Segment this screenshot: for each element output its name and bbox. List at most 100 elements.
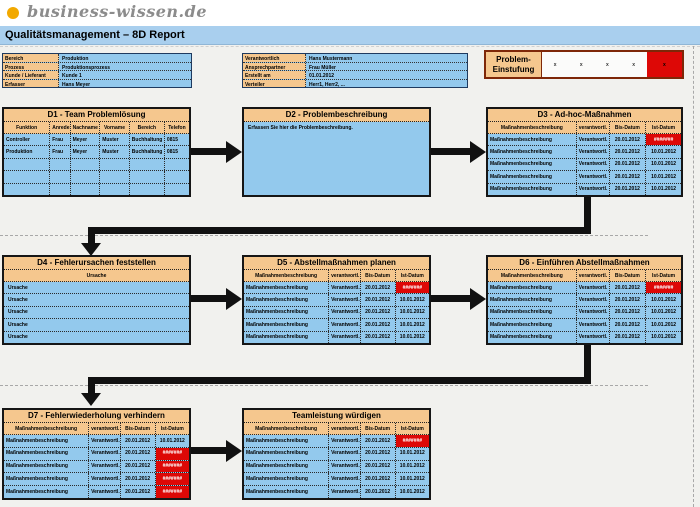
rating-cell[interactable]: x: [594, 52, 621, 77]
team-cell[interactable]: [50, 158, 71, 171]
due-date-cell[interactable]: 20.01.2012: [610, 146, 647, 158]
team-cell[interactable]: [165, 159, 189, 170]
measure-description-cell[interactable]: Maßnahmenbeschreibung: [244, 460, 330, 473]
team-cell[interactable]: Meyer: [71, 134, 101, 146]
measure-description-cell[interactable]: Maßnahmenbeschreibung: [4, 486, 90, 498]
responsible-cell[interactable]: Verantwortl.: [89, 435, 121, 447]
actual-date-cell[interactable]: #######: [155, 473, 189, 486]
due-date-cell[interactable]: 20.01.2012: [610, 331, 647, 343]
actual-date-cell[interactable]: 10.01.2012: [399, 450, 425, 457]
actual-date-cell[interactable]: 10.01.2012: [651, 161, 677, 168]
team-cell[interactable]: [50, 171, 71, 183]
actual-date-cell[interactable]: 10.01.2012: [651, 296, 677, 303]
team-cell[interactable]: [130, 171, 165, 183]
measure-description-cell[interactable]: Maßnahmenbeschreibung: [4, 473, 90, 486]
team-cell[interactable]: Controller: [4, 134, 51, 146]
due-date-cell[interactable]: 20.01.2012: [610, 306, 647, 319]
actual-date-cell[interactable]: 10.01.2012: [651, 334, 677, 341]
cause-row[interactable]: Ursache: [4, 282, 189, 295]
measure-description-cell[interactable]: Maßnahmenbeschreibung: [244, 294, 330, 306]
team-cell[interactable]: 0815: [166, 148, 179, 155]
responsible-cell[interactable]: Verantwortl.: [577, 306, 610, 319]
measure-description-cell[interactable]: Maßnahmenbeschreibung: [244, 282, 330, 294]
due-date-cell[interactable]: 20.01.2012: [361, 282, 396, 294]
actual-date-cell[interactable]: #######: [155, 447, 189, 460]
actual-date-cell[interactable]: 10.01.2012: [159, 437, 185, 444]
responsible-cell[interactable]: Verantwortl.: [329, 473, 361, 486]
due-date-cell[interactable]: 20.01.2012: [361, 319, 396, 331]
team-cell[interactable]: Buchhaltung: [130, 146, 165, 158]
measure-description-cell[interactable]: Maßnahmenbeschreibung: [488, 282, 577, 294]
actual-date-cell[interactable]: 10.01.2012: [399, 334, 425, 341]
team-cell[interactable]: [50, 183, 71, 195]
measure-description-cell[interactable]: Maßnahmenbeschreibung: [244, 486, 330, 498]
measure-description-cell[interactable]: Maßnahmenbeschreibung: [244, 306, 330, 319]
responsible-cell[interactable]: Verantwortl.: [329, 319, 361, 331]
measure-description-cell[interactable]: Maßnahmenbeschreibung: [244, 319, 330, 331]
team-cell[interactable]: [71, 158, 101, 171]
due-date-cell[interactable]: 20.01.2012: [121, 447, 156, 460]
responsible-cell[interactable]: Verantwortl.: [577, 134, 610, 146]
info-value[interactable]: Hans Meyer: [59, 79, 191, 87]
info-value[interactable]: Herr1, Herr2, ...: [306, 79, 467, 87]
team-cell[interactable]: [100, 171, 130, 183]
info-value[interactable]: Produktionsprozess: [59, 62, 191, 70]
responsible-cell[interactable]: Verantwortl.: [89, 460, 121, 473]
actual-date-cell[interactable]: 10.01.2012: [399, 309, 425, 316]
team-cell[interactable]: [100, 183, 130, 195]
responsible-cell[interactable]: Verantwortl.: [329, 306, 361, 319]
actual-date-cell[interactable]: #######: [155, 486, 189, 498]
responsible-cell[interactable]: Verantwortl.: [329, 447, 361, 460]
responsible-cell[interactable]: Verantwortl.: [577, 331, 610, 343]
actual-date-cell[interactable]: 10.01.2012: [399, 488, 425, 495]
measure-description-cell[interactable]: Maßnahmenbeschreibung: [244, 473, 330, 486]
actual-date-cell[interactable]: 10.01.2012: [651, 321, 677, 328]
responsible-cell[interactable]: Verantwortl.: [577, 282, 610, 294]
responsible-cell[interactable]: Verantwortl.: [577, 183, 610, 195]
team-cell[interactable]: [165, 171, 189, 182]
cause-row[interactable]: Ursache: [4, 319, 189, 332]
responsible-cell[interactable]: Verantwortl.: [329, 460, 361, 473]
due-date-cell[interactable]: 20.01.2012: [610, 282, 647, 294]
due-date-cell[interactable]: 20.01.2012: [610, 294, 647, 306]
team-cell[interactable]: Frau: [50, 134, 71, 146]
team-cell[interactable]: [71, 183, 101, 195]
actual-date-cell[interactable]: 10.01.2012: [651, 186, 677, 193]
actual-date-cell[interactable]: #######: [395, 282, 429, 294]
measure-description-cell[interactable]: Maßnahmenbeschreibung: [488, 294, 577, 306]
actual-date-cell[interactable]: #######: [646, 134, 681, 146]
due-date-cell[interactable]: 20.01.2012: [361, 331, 396, 343]
responsible-cell[interactable]: Verantwortl.: [329, 294, 361, 306]
info-value[interactable]: 01.01.2012: [306, 71, 467, 79]
responsible-cell[interactable]: Verantwortl.: [89, 486, 121, 498]
responsible-cell[interactable]: Verantwortl.: [577, 146, 610, 158]
due-date-cell[interactable]: 20.01.2012: [610, 319, 647, 331]
due-date-cell[interactable]: 20.01.2012: [610, 134, 647, 146]
team-cell[interactable]: [71, 171, 101, 183]
rating-cell[interactable]: x: [568, 52, 595, 77]
measure-description-cell[interactable]: Maßnahmenbeschreibung: [488, 319, 577, 331]
team-cell[interactable]: [130, 183, 165, 195]
due-date-cell[interactable]: 20.01.2012: [121, 473, 156, 486]
rating-cell-selected[interactable]: x: [646, 52, 683, 77]
due-date-cell[interactable]: 20.01.2012: [361, 447, 396, 460]
actual-date-cell[interactable]: 10.01.2012: [399, 475, 425, 482]
due-date-cell[interactable]: 20.01.2012: [361, 435, 396, 447]
info-value[interactable]: Frau Müller: [306, 62, 467, 70]
due-date-cell[interactable]: 20.01.2012: [121, 486, 156, 498]
measure-description-cell[interactable]: Maßnahmenbeschreibung: [4, 447, 90, 460]
team-cell[interactable]: 0815: [166, 136, 179, 143]
due-date-cell[interactable]: 20.01.2012: [361, 486, 396, 498]
info-value[interactable]: Produktion: [59, 54, 191, 62]
responsible-cell[interactable]: Verantwortl.: [89, 447, 121, 460]
responsible-cell[interactable]: Verantwortl.: [329, 282, 361, 294]
team-cell[interactable]: [4, 171, 51, 183]
measure-description-cell[interactable]: Maßnahmenbeschreibung: [244, 435, 330, 447]
actual-date-cell[interactable]: #######: [646, 282, 681, 294]
cause-row[interactable]: Ursache: [8, 334, 28, 341]
measure-description-cell[interactable]: Maßnahmenbeschreibung: [244, 331, 330, 343]
actual-date-cell[interactable]: #######: [395, 435, 429, 447]
cause-row[interactable]: Ursache: [4, 307, 189, 320]
team-cell[interactable]: Produktion: [4, 146, 51, 158]
responsible-cell[interactable]: Verantwortl.: [577, 319, 610, 331]
